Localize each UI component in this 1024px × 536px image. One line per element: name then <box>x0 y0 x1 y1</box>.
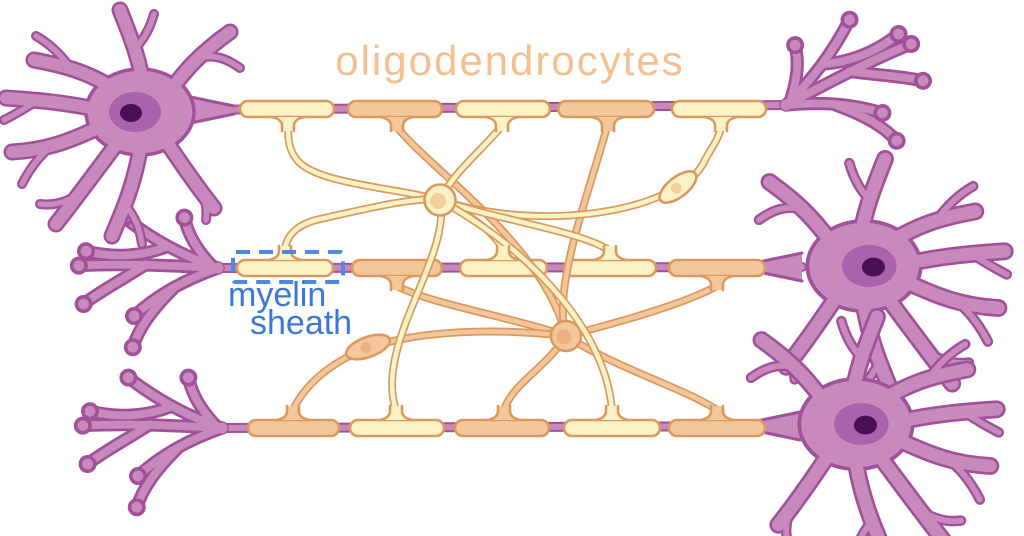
oligodendrocyte-nucleus <box>360 342 372 354</box>
myelin-label-line2: sheath <box>250 304 352 342</box>
neuron-nucleolus <box>120 104 142 122</box>
myelin-segment <box>346 99 444 119</box>
myelin-segments <box>235 99 768 438</box>
myelin-segment <box>556 99 656 119</box>
axon-terminals-bottom-left <box>73 368 222 517</box>
oligodendrocyte-process <box>563 333 720 413</box>
oligodendrocyte-nucleus <box>670 182 682 194</box>
oligodendrocyte-process <box>437 197 612 253</box>
myelin-segment <box>667 418 767 438</box>
neuron-nucleolus <box>861 257 885 277</box>
neuron-top-left <box>4 10 240 244</box>
terminal-joint <box>212 262 224 274</box>
terminal-joint <box>780 99 792 111</box>
oligodendrocyte-process <box>389 197 444 413</box>
oligodendrocyte-process <box>285 124 443 203</box>
oligodendrocyte-body-small <box>344 333 392 361</box>
oligodendrocyte-nucleus <box>430 193 446 209</box>
myelin-segment <box>453 418 551 438</box>
oligodendrocyte-nucleus <box>556 329 572 345</box>
myelin-segment <box>348 418 446 438</box>
oligodendrocyte-1 <box>281 123 725 414</box>
axon-terminals-middle-left <box>69 208 218 357</box>
myelin-sheath-label: myelin sheath <box>228 276 352 342</box>
myelin-segment <box>667 258 767 278</box>
myelin-segment-highlighted <box>235 258 335 278</box>
neuron-nucleolus <box>853 415 877 435</box>
myelin-segment <box>246 418 341 438</box>
process-funnels <box>267 115 739 422</box>
myelin-segment <box>670 99 768 119</box>
neuron-middle-right <box>759 159 1007 405</box>
oligodendrocyte-process <box>437 197 615 413</box>
neuron-bottom-right <box>751 317 999 536</box>
myelin-segment <box>238 99 336 119</box>
title-label: oligodendrocytes <box>335 37 685 84</box>
oligodendrocyte-process <box>290 329 569 413</box>
oligodendrocyte-body-small <box>658 170 698 204</box>
myelin-segment <box>562 258 658 278</box>
myelin-segment <box>454 99 552 119</box>
myelin-segment <box>562 418 662 438</box>
axon-terminals-top-right <box>762 0 957 183</box>
oligodendrocyte-process <box>394 283 569 339</box>
terminal-joint <box>216 422 228 434</box>
myelin-label-line1: myelin <box>228 276 326 314</box>
myelin-sheath-highlight <box>231 250 345 284</box>
oligodendrocyte-process <box>282 197 443 253</box>
